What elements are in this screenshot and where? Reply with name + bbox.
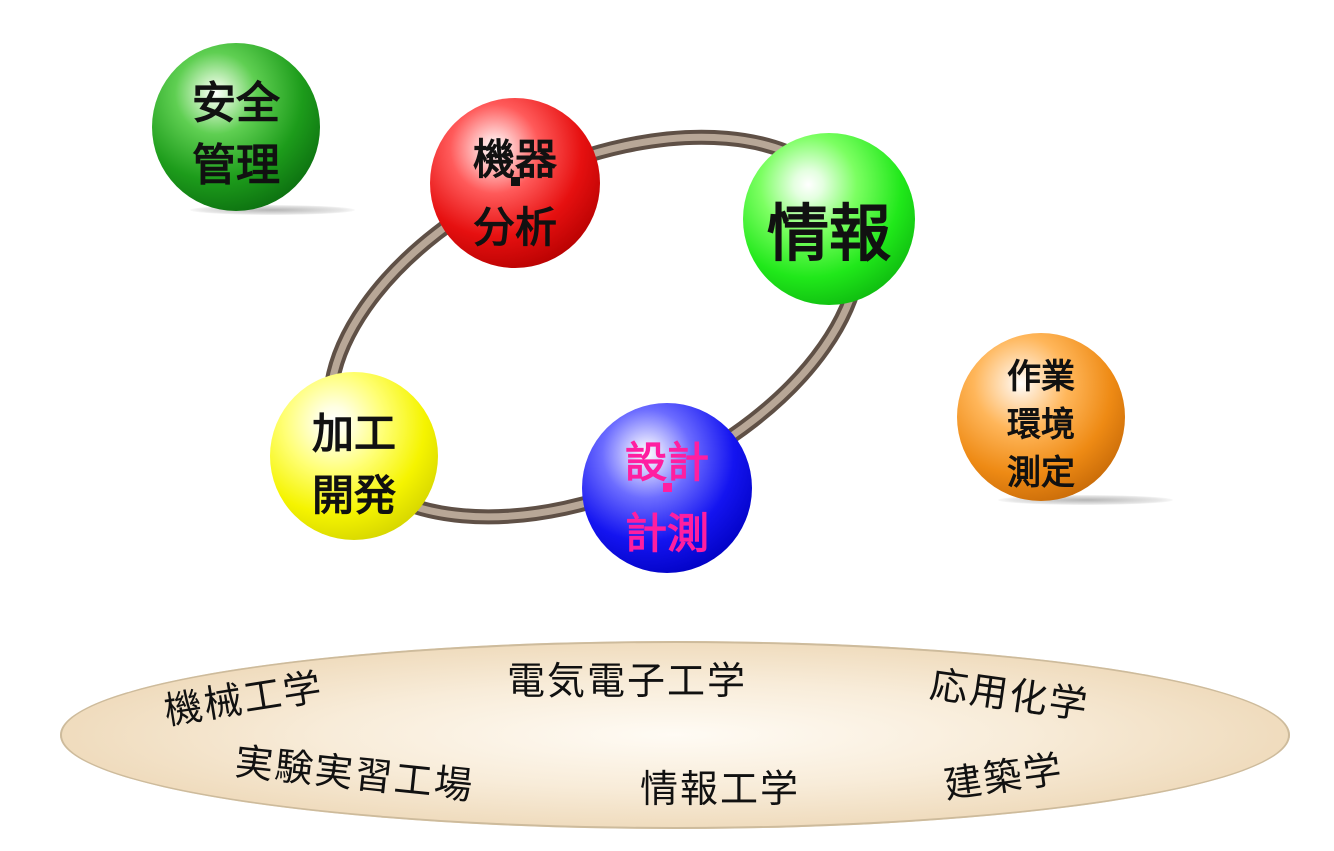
design-line1: 設計 [624, 438, 709, 487]
work-environment-ball: 作業 環境 測定 [957, 333, 1125, 501]
information-label: 情報 [766, 197, 891, 270]
design-measurement-ball: 設計 計測 [582, 403, 752, 573]
safety-line2: 管理 [192, 140, 280, 191]
safety-management-ball: 安全 管理 [152, 43, 320, 211]
environment-line2: 環境 [1007, 405, 1075, 445]
field-electrical: 電気電子工学 [507, 659, 748, 703]
instrument-line1: 機器 [472, 135, 557, 184]
machining-line1: 加工 [311, 409, 396, 458]
environment-line1: 作業 [1007, 357, 1075, 397]
environment-line3: 測定 [1007, 453, 1075, 493]
instrument-line2: 分析 [472, 203, 557, 252]
machining-line2: 開発 [311, 471, 396, 520]
department-disc [60, 641, 1290, 829]
separator-dot [663, 483, 672, 492]
separator-dot [511, 177, 520, 186]
environment-ball-shadow [998, 495, 1173, 505]
machining-development-ball: 加工 開発 [270, 372, 438, 540]
information-ball: 情報 [743, 133, 915, 305]
instrument-analysis-ball: 機器 分析 [430, 98, 600, 268]
safety-ball-shadow [190, 205, 355, 215]
safety-line1: 安全 [192, 78, 280, 129]
design-line2: 計測 [624, 509, 709, 558]
field-information-eng: 情報工学 [640, 767, 801, 811]
